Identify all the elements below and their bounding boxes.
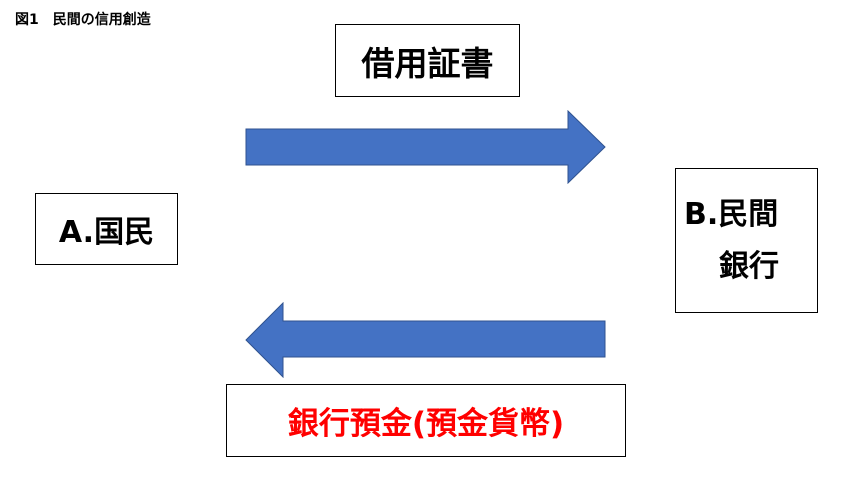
party-a-label: A.国民 — [58, 215, 155, 250]
party-b-label-line1: B.民間 — [684, 196, 779, 232]
credit-document-label: 借用証書 — [361, 43, 494, 83]
left-arrow-to-citizen — [245, 302, 606, 378]
right-arrow-shape — [245, 110, 606, 184]
credit-document-box: 借用証書 — [335, 24, 520, 97]
party-a-box: A.国民 — [35, 193, 178, 265]
party-b-label-line2: 銀行 — [719, 248, 779, 284]
bank-deposit-box: 銀行預金(預金貨幣) — [226, 384, 626, 457]
figure-title: 図1 民間の信用創造 — [15, 12, 151, 28]
party-b-box: B.民間 銀行 — [675, 168, 818, 313]
bank-deposit-label: 銀行預金(預金貨幣) — [287, 406, 565, 442]
right-arrow-to-bank — [245, 110, 606, 184]
left-arrow-shape — [245, 302, 606, 378]
